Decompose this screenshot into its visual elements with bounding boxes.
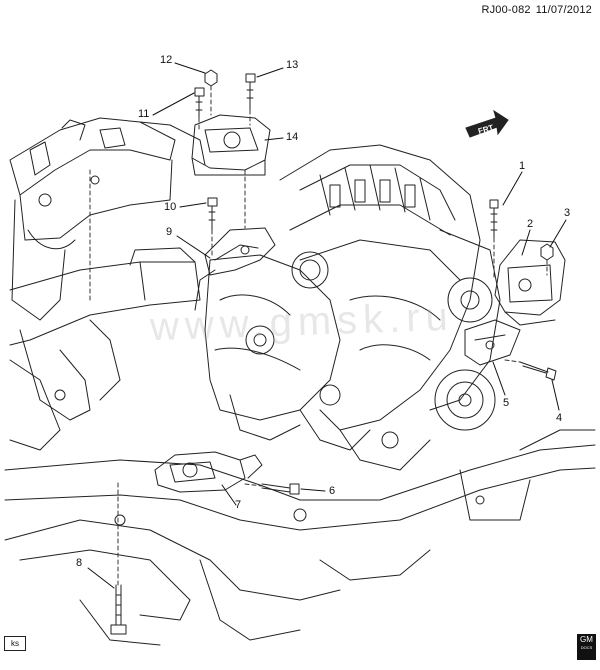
doc-date: 11/07/2012	[535, 4, 592, 16]
callout-10: 10	[164, 201, 177, 213]
bolt-13	[245, 73, 256, 111]
left-frame-member	[9, 247, 201, 451]
bolt-10	[207, 197, 218, 231]
callout-4: 4	[556, 412, 563, 424]
nut-12	[204, 69, 218, 87]
engine-mount-bracket	[464, 319, 521, 366]
front-direction-arrow-icon	[465, 109, 509, 138]
callout-5: 5	[503, 397, 510, 409]
transmission-mount-bracket	[204, 227, 276, 276]
callout-11: 11	[138, 108, 150, 120]
corner-tag: ks	[4, 636, 26, 651]
gm-logo-text: GM	[580, 635, 593, 644]
engine-block	[279, 144, 501, 471]
lower-subframe	[4, 429, 596, 646]
callout-2: 2	[527, 218, 534, 230]
doc-number: RJ00-082	[481, 4, 531, 16]
callout-1: 1	[519, 160, 526, 172]
document-id: RJ00-082 11/07/2012	[481, 4, 592, 16]
callout-leaders	[87, 62, 567, 589]
callout-8: 8	[76, 557, 83, 569]
callout-14: 14	[286, 131, 299, 143]
assembly-guide-lines	[89, 85, 548, 586]
transmission-housing	[194, 254, 371, 451]
callout-9: 9	[166, 226, 173, 238]
gm-logo-subtext: DOCS	[580, 645, 593, 650]
callout-12: 12	[160, 54, 173, 66]
gm-logo: GM DOCS	[577, 634, 596, 660]
bolt-8	[110, 584, 127, 635]
callout-3: 3	[564, 207, 571, 219]
upper-left-body-rail	[9, 117, 206, 321]
bolt-11	[194, 87, 205, 119]
left-transmission-mount	[191, 114, 271, 176]
bolt-6	[261, 483, 300, 495]
right-engine-mount	[494, 239, 566, 326]
bolt-1	[489, 199, 499, 239]
bolt-4	[519, 361, 557, 381]
callout-7: 7	[235, 499, 242, 511]
callout-6: 6	[329, 485, 336, 497]
nut-3	[540, 243, 554, 261]
callout-13: 13	[286, 59, 299, 71]
rear-transmission-mount	[154, 451, 263, 493]
